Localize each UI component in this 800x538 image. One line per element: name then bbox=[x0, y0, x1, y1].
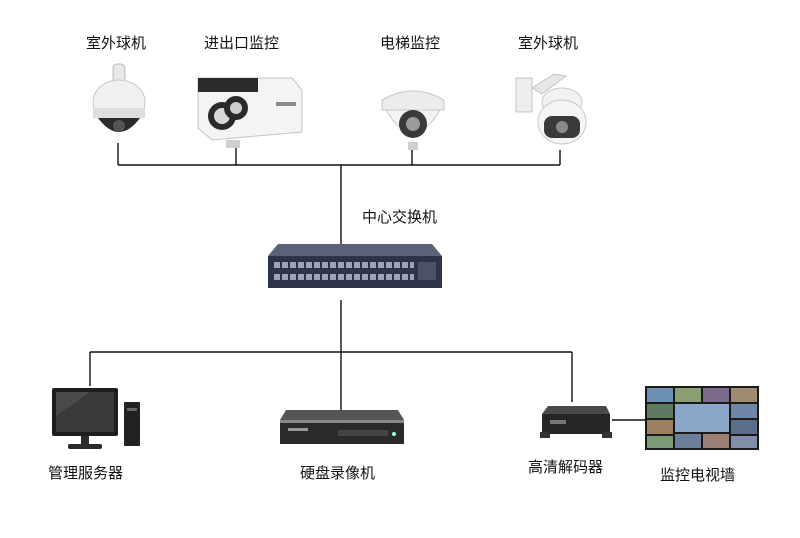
elevator-dome-camera-icon bbox=[381, 90, 445, 150]
outdoor-dome-camera-icon bbox=[92, 63, 146, 132]
label-decoder: 高清解码器 bbox=[528, 458, 604, 476]
nvr-recorder-icon bbox=[280, 410, 404, 444]
ptz-camera-icon bbox=[515, 73, 587, 145]
label-nvr: 硬盘录像机 bbox=[300, 464, 376, 482]
label-outdoor-dome-2: 室外球机 bbox=[518, 34, 579, 52]
network-switch-icon bbox=[268, 244, 442, 288]
label-elevator-camera: 电梯监控 bbox=[380, 34, 441, 52]
label-management-server: 管理服务器 bbox=[48, 464, 124, 482]
label-entrance-camera: 进出口监控 bbox=[204, 34, 280, 52]
bullet-camera-icon bbox=[197, 77, 303, 148]
decoder-icon bbox=[540, 406, 612, 438]
server-workstation-icon bbox=[52, 388, 140, 449]
label-core-switch: 中心交换机 bbox=[362, 208, 438, 226]
video-wall-icon bbox=[645, 386, 759, 450]
label-video-wall: 监控电视墙 bbox=[660, 466, 736, 484]
label-outdoor-dome-1: 室外球机 bbox=[86, 34, 147, 52]
